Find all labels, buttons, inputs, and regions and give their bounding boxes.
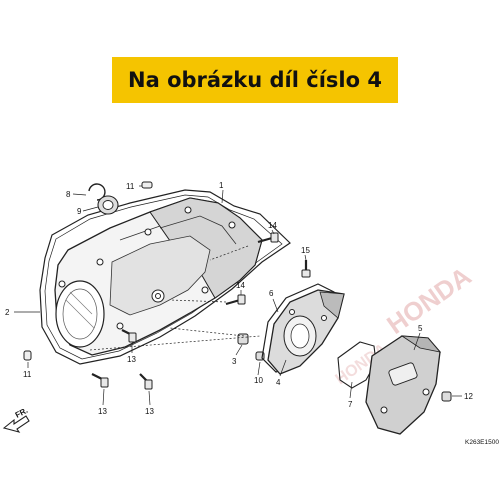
- bearing-part: [97, 195, 119, 215]
- duct-cover-part-4: [267, 289, 345, 375]
- label-part-11b: 11: [23, 370, 32, 379]
- label-part-12: 12: [464, 392, 473, 401]
- watermark-text: HONDA: [381, 261, 476, 340]
- bolt-part-5: [91, 373, 109, 388]
- drawing-code: K263E1500: [465, 439, 499, 446]
- title-text: Na obrázku díl číslo 4: [128, 68, 382, 92]
- label-part-13a: 13: [127, 355, 136, 364]
- dowel-pin-part: [141, 181, 153, 189]
- label-part-6: 6: [269, 289, 274, 298]
- bolt-part-4: [121, 329, 137, 343]
- label-part-8: 8: [66, 190, 71, 199]
- bolt-part: [257, 232, 279, 244]
- label-part-14b: 14: [236, 281, 245, 290]
- label-part-5: 5: [418, 324, 423, 333]
- bolt-part-2: [225, 294, 246, 306]
- label-part-14a: 14: [268, 221, 277, 230]
- label-part-1: 1: [219, 181, 224, 190]
- bolt-part-3: [301, 260, 311, 278]
- gasket-part: [39, 189, 291, 365]
- outer-cover-part: [365, 335, 442, 435]
- label-part-9: 9: [77, 207, 82, 216]
- title-banner: Na obrázku díl číslo 4: [112, 57, 398, 103]
- label-part-3: 3: [232, 357, 237, 366]
- label-part-11a: 11: [126, 182, 135, 191]
- screw-part: [441, 391, 452, 402]
- front-arrow-icon: [2, 415, 30, 433]
- collar-part: [237, 333, 249, 345]
- label-part-13c: 13: [145, 407, 154, 416]
- label-part-15: 15: [301, 246, 310, 255]
- label-part-7: 7: [348, 400, 353, 409]
- bolt-part-6: [139, 373, 153, 390]
- label-part-4: 4: [276, 378, 281, 387]
- dowel-pin-part-2: [23, 350, 32, 361]
- label-part-10: 10: [254, 376, 263, 385]
- label-part-13b: 13: [98, 407, 107, 416]
- label-part-2: 2: [5, 308, 10, 317]
